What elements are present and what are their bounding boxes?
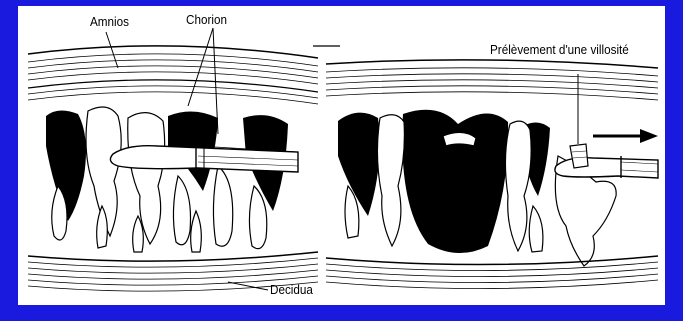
- left-amnios-layer: [28, 46, 318, 84]
- right-decidua-layer: [326, 256, 658, 289]
- right-panel: [313, 46, 658, 289]
- withdrawal-arrow: [593, 129, 658, 143]
- left-villi: [52, 107, 267, 252]
- right-catheter-with-villus-sample: [555, 144, 658, 178]
- label-prelevement-villosite: Prélèvement d'une villosité: [490, 42, 629, 57]
- left-chorion-layer: [28, 80, 318, 104]
- left-panel: [28, 28, 318, 291]
- label-amnios: Amnios: [90, 14, 129, 29]
- right-amnios-layer: [326, 60, 658, 100]
- chorionic-villus-sampling-illustration: Amnios Chorion Prélèvement d'une villosi…: [18, 6, 665, 305]
- label-decidua: Decidua: [270, 282, 313, 297]
- label-chorion: Chorion: [186, 12, 227, 27]
